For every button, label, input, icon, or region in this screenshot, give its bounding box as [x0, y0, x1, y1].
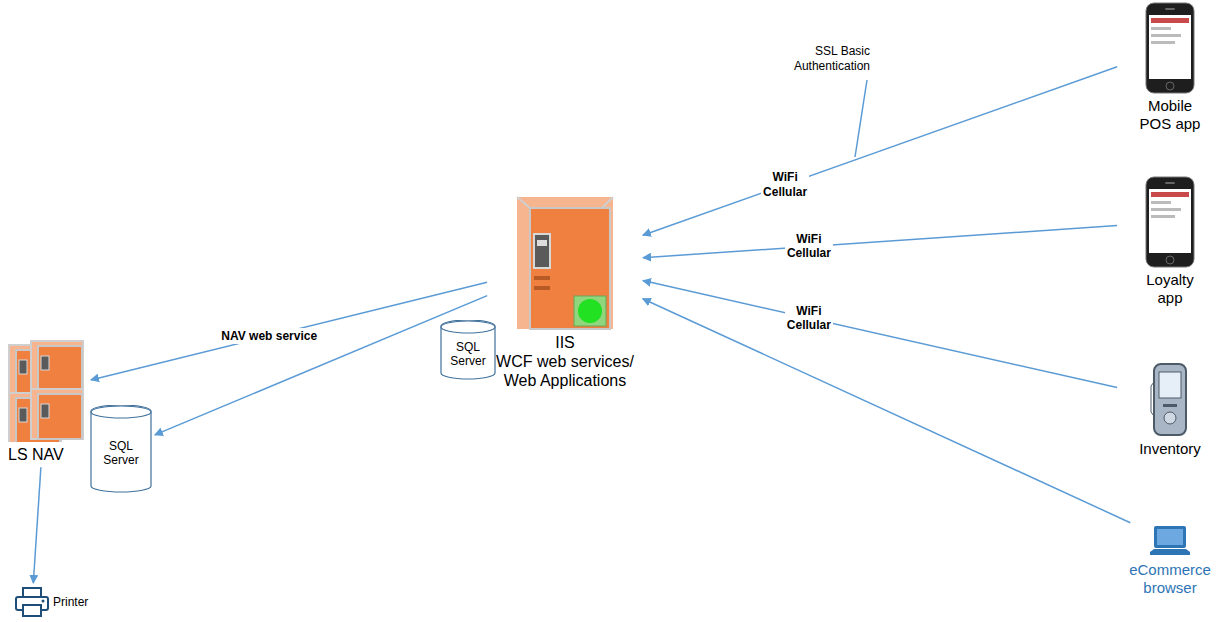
edge-label: WiFi Cellular	[785, 303, 833, 334]
annotation-note: SSL Basic Authentication	[770, 44, 870, 74]
node-icon	[1145, 176, 1195, 268]
connector-arrow	[33, 467, 41, 583]
node-label: eCommerce browser	[1128, 561, 1212, 597]
connector-arrow	[643, 299, 1131, 523]
node-label: Printer	[53, 595, 88, 609]
node-label: Mobile POS app	[1138, 97, 1202, 133]
server-stack: LS NAV	[8, 340, 88, 464]
node-label: LS NAV	[8, 445, 64, 464]
node-label: IIS	[555, 333, 575, 352]
node-label: SQL Server	[440, 340, 496, 369]
edge-label: WiFi Cellular	[761, 169, 809, 200]
mobile-device: Loyalty app	[1120, 176, 1220, 307]
node-label: SQL Server	[90, 439, 152, 468]
node-label: Loyalty app	[1138, 271, 1202, 307]
connector-arrow	[155, 296, 487, 435]
laptop-client: eCommerce browser	[1110, 524, 1230, 597]
node-icon	[8, 340, 84, 442]
printer-node: Printer	[14, 586, 88, 618]
connector-arrow	[643, 226, 1117, 258]
connector-arrow	[643, 67, 1117, 236]
node-label: Inventory	[1139, 440, 1201, 458]
connector-arrow	[643, 281, 1117, 388]
edge-label: WiFi Cellular	[785, 231, 833, 262]
node-sublabel: WCF web services/ Web Applications	[490, 352, 640, 390]
node-icon	[1150, 362, 1190, 437]
leader-line	[855, 80, 867, 157]
web-server: IISWCF web services/ Web Applications	[490, 196, 640, 391]
database-cylinder: SQL Server	[90, 405, 152, 493]
connector-arrow	[91, 282, 487, 380]
node-icon	[1148, 524, 1192, 558]
node-icon	[14, 586, 50, 618]
handheld-device: Inventory	[1120, 362, 1220, 458]
database-cylinder: SQL Server	[440, 320, 496, 380]
mobile-device: Mobile POS app	[1120, 2, 1220, 133]
node-icon	[1145, 2, 1195, 94]
node-icon	[516, 196, 614, 330]
edge-label: NAV web service	[219, 328, 319, 344]
